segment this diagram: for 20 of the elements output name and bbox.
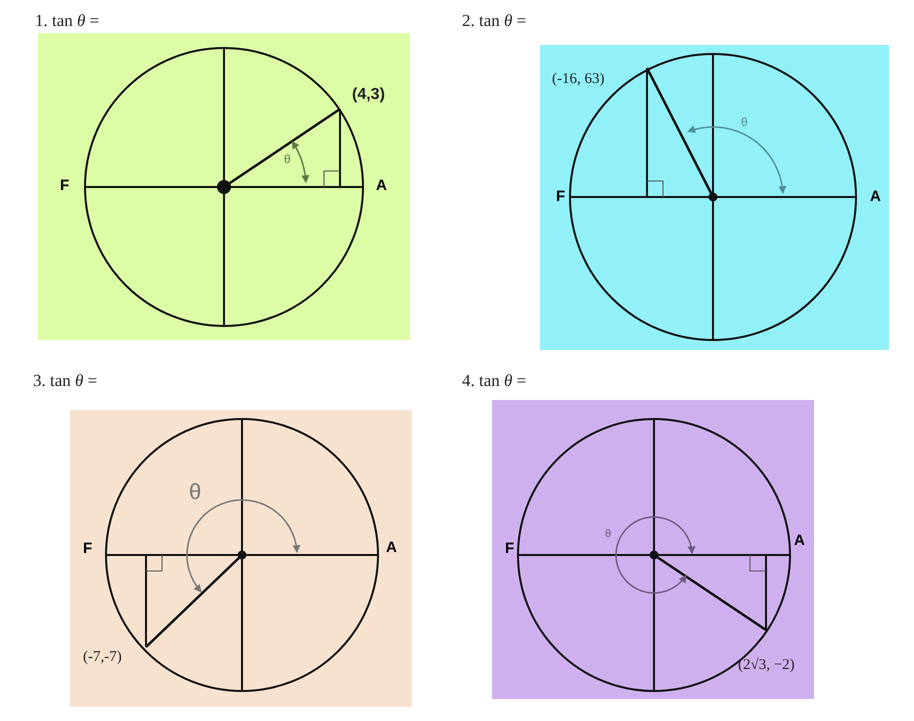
angle-label: θ xyxy=(605,529,612,540)
point-label: (-16, 63) xyxy=(552,72,604,87)
point-label: (-7,-7) xyxy=(83,650,122,665)
question-heading: 2. tan θ = xyxy=(462,12,526,29)
axis-label: F xyxy=(60,178,70,193)
axis-label: A xyxy=(870,189,881,204)
axis-label: F xyxy=(83,541,92,556)
axis-label: A xyxy=(386,540,397,555)
question-heading: 3. tan θ = xyxy=(33,372,98,389)
point-label: (2√3, −2) xyxy=(738,658,795,673)
axis-label: A xyxy=(376,178,387,193)
axis-label: F xyxy=(556,189,566,204)
angle-label: θ xyxy=(741,116,748,128)
angle-label: θ xyxy=(189,481,202,503)
axis-label: A xyxy=(794,533,805,548)
question-heading: 4. tan θ = xyxy=(462,372,526,389)
point-label: (4,3) xyxy=(352,87,385,103)
angle-label: θ xyxy=(284,153,291,165)
axis-label: F xyxy=(505,541,514,556)
question-heading: 1. tan θ = xyxy=(35,12,100,29)
